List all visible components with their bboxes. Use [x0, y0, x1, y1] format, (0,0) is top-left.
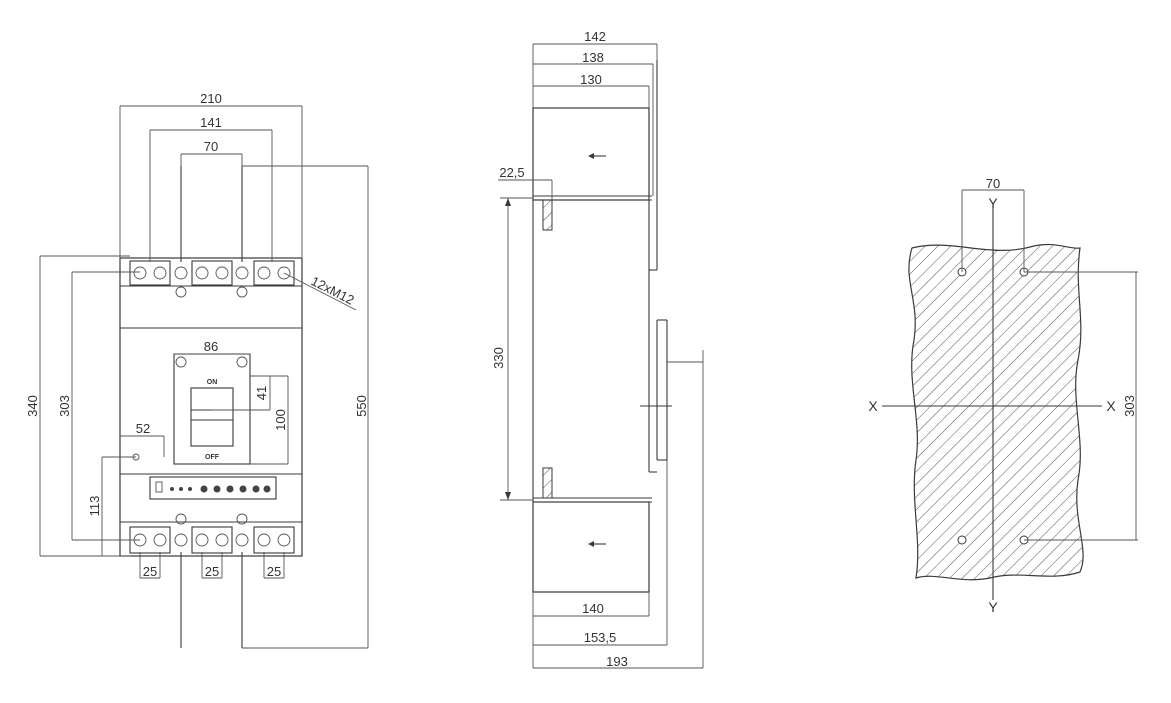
dim-terminal-span: 303: [57, 395, 72, 417]
dim-offset-22-5: 22,5: [499, 165, 524, 180]
dim-width-outer: 141: [200, 115, 222, 130]
dim-width-total: 210: [200, 91, 222, 106]
dim-handle-width: 86: [204, 339, 218, 354]
breaker-body: [119, 257, 303, 557]
axis-x-right-label: X: [1106, 398, 1116, 414]
axis-y-bottom-label: Y: [988, 599, 998, 615]
mounting-dimensions: [961, 189, 1138, 541]
axis-y-top-label: Y: [988, 195, 998, 211]
dim-depth-130: 130: [580, 72, 602, 87]
dim-depth-138: 138: [582, 50, 604, 65]
dim-lower: 113: [87, 496, 102, 517]
dim-hole-spacing-x: 70: [986, 176, 1000, 191]
dim-depth-140: 140: [582, 601, 604, 616]
dim-height-total: 340: [25, 395, 40, 417]
dim-width-inner: 70: [204, 139, 218, 154]
dim-handle-offset: 41: [254, 386, 269, 400]
dim-depth-193: 193: [606, 654, 628, 669]
dim-handle-height: 100: [273, 409, 288, 431]
bolt-spec-label: 12xM12: [309, 273, 357, 307]
axis-x-left-label: X: [868, 398, 878, 414]
mounting-view: 70 303 X X Y Y: [868, 176, 1138, 615]
upper-terminal-cover: [532, 107, 650, 201]
dim-hole-spacing-y: 303: [1122, 395, 1137, 417]
top-terminals: [129, 260, 295, 298]
on-label: ON: [207, 379, 218, 386]
dim-pitch-1: 25: [143, 564, 157, 579]
dim-height-330: 330: [491, 347, 506, 369]
dim-depth-153-5: 153,5: [584, 630, 617, 645]
front-view: ON OFF: [25, 91, 369, 649]
dim-pitch-2: 25: [205, 564, 219, 579]
off-label: OFF: [205, 454, 220, 461]
toggle-handle: [190, 387, 234, 447]
dim-pitch-3: 25: [267, 564, 281, 579]
mounting-plate-hatch: [908, 243, 1084, 581]
dim-52: 52: [136, 421, 150, 436]
trip-unit-panel: [132, 453, 277, 500]
front-dimensions: [39, 105, 369, 649]
side-view: 142 138 130 22,5 330 140 153,5 193: [491, 29, 704, 669]
dim-overall: 550: [354, 395, 369, 417]
side-dimensions: [498, 43, 704, 669]
lower-terminal-cover: [532, 501, 650, 593]
direction-arrow: [588, 153, 606, 547]
dim-depth-142: 142: [584, 29, 606, 44]
